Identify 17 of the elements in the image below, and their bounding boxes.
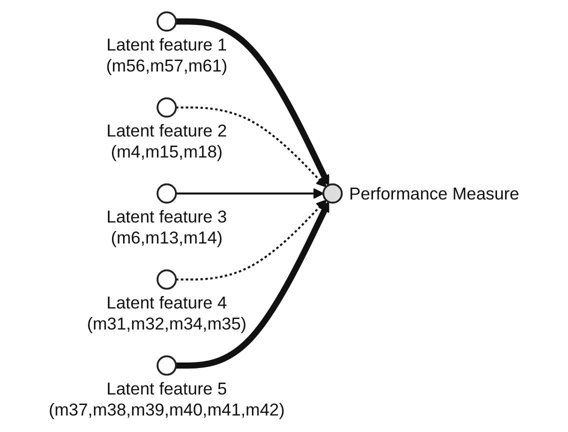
- arrow: [176, 188, 324, 199]
- arrow: [176, 201, 330, 369]
- arrow: [176, 106, 327, 188]
- node-caption: Performance Measure: [349, 184, 520, 204]
- circle-node: [156, 11, 177, 32]
- arrow: [176, 18, 330, 186]
- circle-node: [156, 183, 177, 204]
- circle-node: [156, 97, 177, 118]
- node-caption: Latent feature 4 (m31,m32,m34,m35): [86, 292, 246, 334]
- node-caption: Latent feature 2 (m4,m15,m18): [106, 120, 227, 162]
- node-caption: Latent feature 3 (m6,m13,m14): [106, 206, 227, 248]
- circle-node: [322, 183, 343, 204]
- circle-node: [156, 269, 177, 290]
- arrow: [176, 200, 327, 280]
- node-caption: Latent feature 5 (m37,m38,m39,m40,m41,m42): [48, 378, 285, 420]
- node-caption: Latent feature 1 (m56,m57,m61): [106, 34, 228, 76]
- circle-node: [156, 355, 177, 376]
